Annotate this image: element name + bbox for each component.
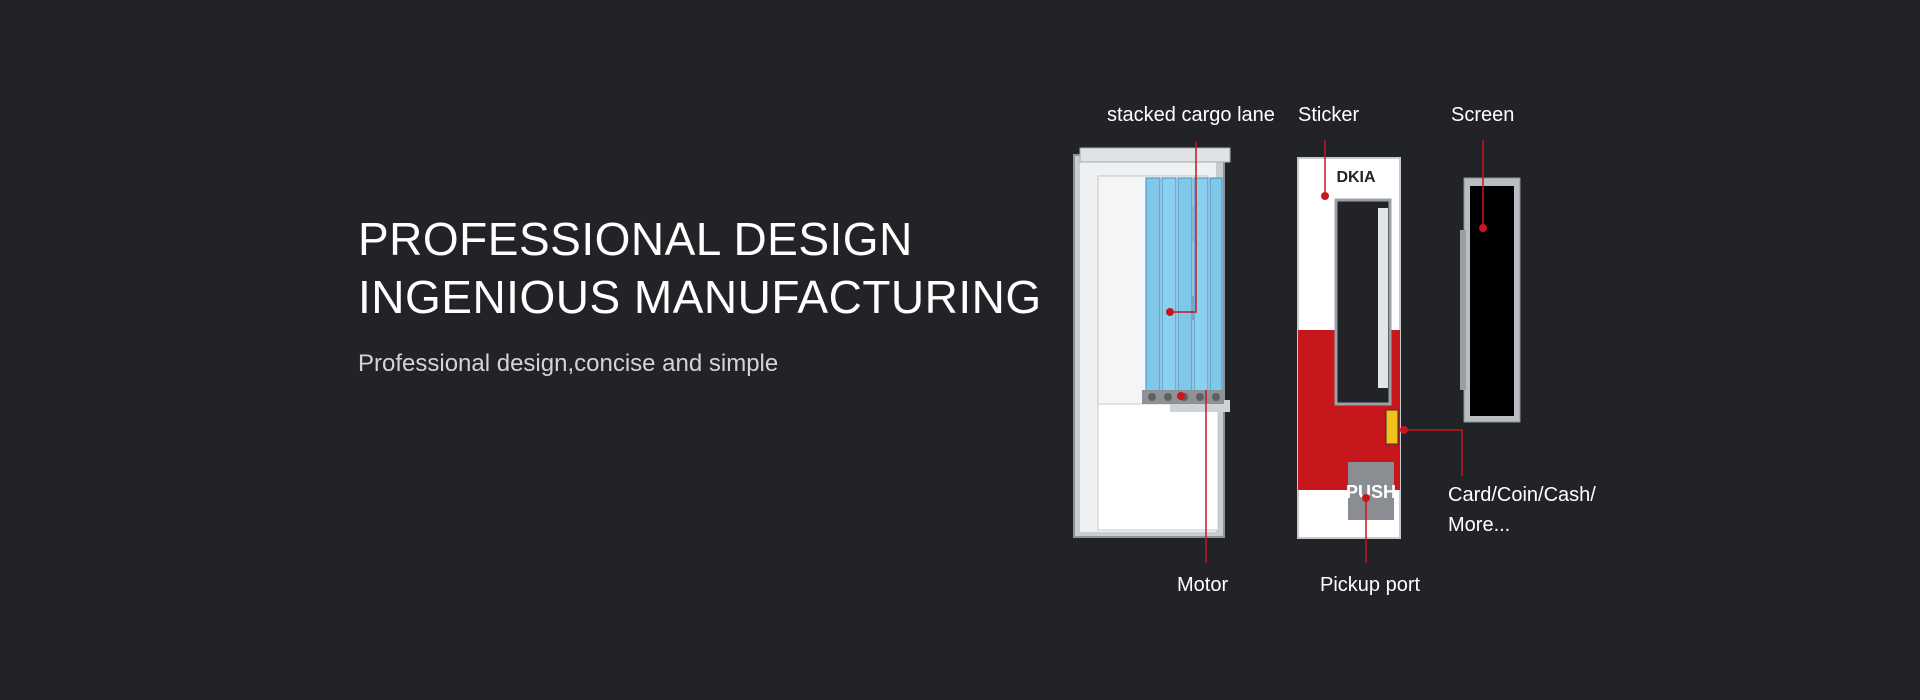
label-payment: Card/Coin/Cash/ More... [1448,480,1596,540]
label-stacked-cargo-lane: stacked cargo lane [1107,104,1275,126]
label-pickup-port: Pickup port [1320,574,1421,596]
label-sticker: Sticker [1298,104,1360,126]
screen-panel [1460,177,1521,423]
door-panel: PUSH DKIA [1297,157,1401,539]
door-brand-logo: DKIA [1336,169,1376,186]
label-payment-line-1: Card/Coin/Cash/ [1448,484,1596,506]
machine-illustration: PUSH DKIA [1073,140,1521,563]
callout-lines [1170,140,1484,563]
subtitle: Professional design,concise and simple [358,350,779,377]
cargo-lanes [1145,177,1223,401]
vending-machine-diagram: PUSH DKIA stacked cargo lane Stick [1040,90,1670,630]
callout-dots [1166,192,1487,502]
label-motor: Motor [1177,574,1229,596]
hero-text: PROFESSIONAL DESIGN INGENIOUS MANUFACTUR… [358,210,1042,378]
door-push-text: PUSH [1346,482,1396,502]
label-payment-line-2: More... [1448,514,1511,536]
headline-line-1: PROFESSIONAL DESIGN [358,213,913,265]
headline-line-2: INGENIOUS MANUFACTURING [358,271,1042,323]
label-screen: Screen [1451,104,1515,126]
